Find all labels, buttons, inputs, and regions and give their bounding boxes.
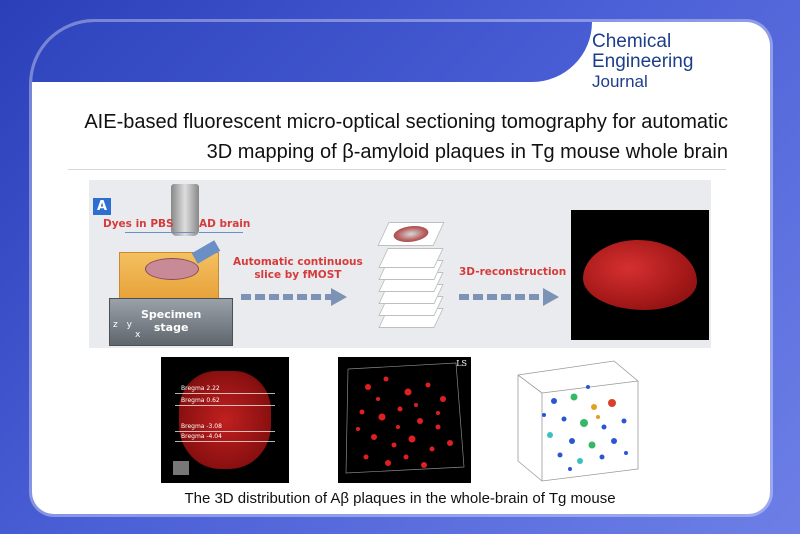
journal-logo: Chemical Engineering Journal bbox=[592, 32, 693, 92]
title-divider bbox=[68, 169, 726, 170]
bregma-label-2: Bregma 0.62 bbox=[181, 397, 220, 404]
journal-name-line2: Engineering bbox=[592, 51, 694, 72]
axis-indicator: z y x bbox=[113, 320, 141, 340]
brain-projection bbox=[179, 371, 271, 469]
bregma-label-1: Bregma 2.22 bbox=[181, 385, 220, 392]
step2-label: 3D-reconstruction bbox=[459, 266, 567, 278]
reconstructed-brain bbox=[583, 240, 697, 310]
slice-brain-image bbox=[390, 226, 432, 242]
arrow-slice bbox=[241, 288, 347, 306]
journal-name-line3: Journal bbox=[592, 72, 648, 91]
dyes-label: Dyes in PBS bbox=[103, 218, 174, 230]
card-corner-cutout bbox=[32, 22, 632, 82]
title-line1: AIE-based fluorescent micro-optical sect… bbox=[84, 111, 728, 133]
figure-caption: The 3D distribution of Aβ plaques in the… bbox=[184, 490, 616, 507]
ad-brain-label: AD brain bbox=[199, 218, 251, 230]
panel-label-a: A bbox=[93, 198, 111, 215]
colored-plaque-volume-image bbox=[514, 357, 642, 483]
brain-sample bbox=[145, 258, 199, 280]
ls-tag: LS bbox=[456, 359, 467, 368]
slice-layer bbox=[378, 248, 444, 268]
brain-pointer-line bbox=[199, 232, 243, 233]
step1-label: Automatic continuous slice by fMOST bbox=[233, 256, 363, 281]
workflow-schematic: A Dyes in PBS AD brain Specimen stage z … bbox=[89, 180, 711, 348]
bregma-projection-image: Bregma 2.22 Bregma 0.62 Bregma -3.08 Bre… bbox=[161, 357, 289, 483]
arrow-reconstruction bbox=[459, 288, 559, 306]
objective-lens bbox=[171, 184, 199, 236]
bregma-label-3: Bregma -3.08 bbox=[181, 423, 222, 430]
bregma-label-4: Bregma -4.04 bbox=[181, 433, 222, 440]
specimen-stage bbox=[109, 298, 233, 346]
plaque-volume-image: LS bbox=[338, 357, 471, 483]
stage-label: Specimen stage bbox=[141, 308, 202, 334]
article-title: AIE-based fluorescent micro-optical sect… bbox=[84, 107, 728, 167]
top-slice bbox=[377, 222, 445, 246]
journal-name-line1: Chemical bbox=[592, 31, 672, 52]
plaque-scatter bbox=[345, 362, 465, 474]
title-line2: 3D mapping of β-amyloid plaques in Tg mo… bbox=[206, 141, 728, 163]
colored-plaque-scatter bbox=[517, 360, 639, 482]
reconstructed-brain-image bbox=[571, 210, 709, 340]
brain-thumbnail bbox=[173, 461, 189, 475]
dyes-pointer-line bbox=[125, 232, 195, 233]
